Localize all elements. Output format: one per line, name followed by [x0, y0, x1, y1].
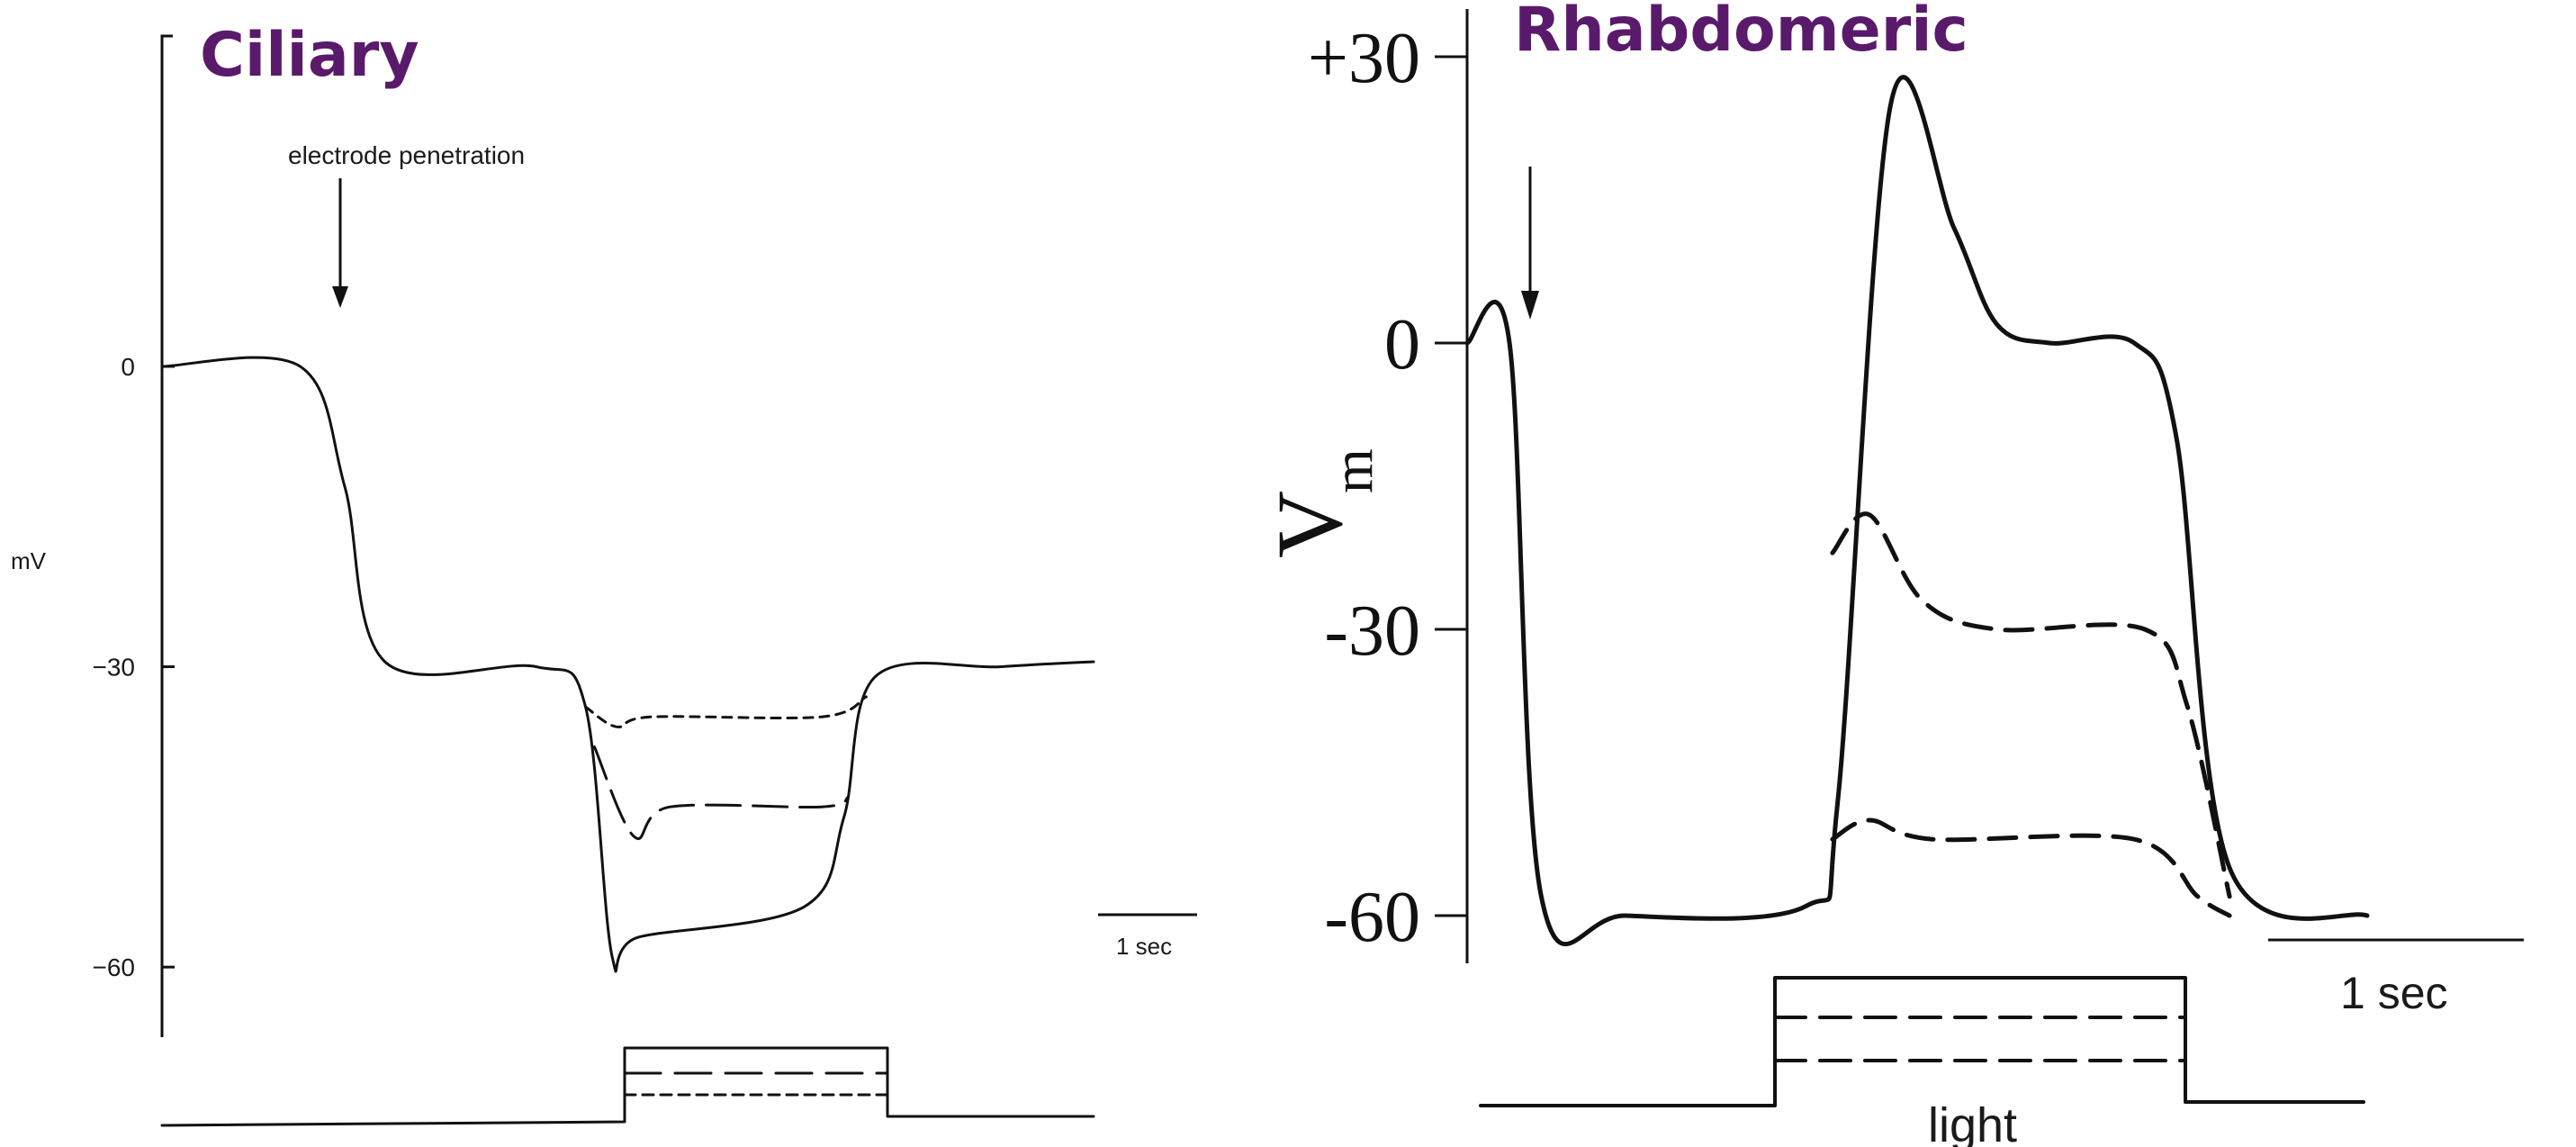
rhabdomeric-y-ticks: +30 0 -30 -60: [1308, 19, 1467, 957]
ciliary-trace-solid: [160, 356, 1095, 973]
rhabdomeric-trace-solid: [1464, 75, 2370, 947]
rhabdomeric-trace-dashed: [1830, 511, 2232, 899]
rhabdomeric-ylabel-text: V: [1258, 491, 1362, 558]
rhabdomeric-ylabel: V m: [1258, 448, 1384, 558]
rhabdomeric-title: Rhabdomeric: [1514, 0, 1968, 66]
ciliary-annotation: electrode penetration: [288, 141, 525, 169]
ciliary-stimulus: [160, 1046, 1095, 1127]
rhabdomeric-stimulus-label: light: [1928, 1098, 2017, 1147]
rhabdomeric-trace-dashed: [1830, 817, 2232, 918]
ciliary-ylabel: mV: [11, 547, 47, 574]
rhabdomeric-panel: Rhabdomeric V m +30 0 -30 -60 1 sec light: [1258, 0, 2524, 1147]
rhabdomeric-scale-bar-label: 1 sec: [2340, 968, 2448, 1018]
ciliary-annotation-arrowhead: [332, 286, 348, 308]
rhabdomeric-y-tick-label: -60: [1324, 878, 1420, 957]
rhabdomeric-ylabel-subscript: m: [1320, 448, 1384, 493]
ciliary-traces: [160, 356, 1095, 973]
ciliary-y-tick-label: 0: [121, 353, 135, 381]
rhabdomeric-arrowhead: [1521, 291, 1539, 320]
ciliary-panel: Ciliary mV electrode penetration 0 −30 −60…: [11, 20, 1197, 1127]
ciliary-y-tick-label: −60: [93, 953, 136, 981]
ciliary-scale-bar-label: 1 sec: [1116, 933, 1172, 960]
ciliary-trace-dotted: [584, 695, 868, 728]
rhabdomeric-traces: [1464, 75, 2370, 947]
ciliary-stimulus-solid: [160, 1046, 1095, 1127]
rhabdomeric-y-tick-label: -30: [1324, 592, 1420, 671]
ciliary-y-axis: [160, 34, 173, 1037]
ciliary-y-tick-label: −30: [93, 653, 136, 681]
rhabdomeric-y-tick-label: 0: [1384, 305, 1420, 384]
ciliary-title: Ciliary: [200, 20, 419, 91]
ciliary-y-ticks: 0 −30 −60: [93, 353, 175, 981]
rhabdomeric-stimulus: [1479, 976, 2365, 1107]
ciliary-trace-dashed: [592, 745, 851, 841]
rhabdomeric-y-tick-label: +30: [1308, 19, 1420, 98]
rhabdomeric-stimulus-solid: [1479, 976, 2365, 1107]
